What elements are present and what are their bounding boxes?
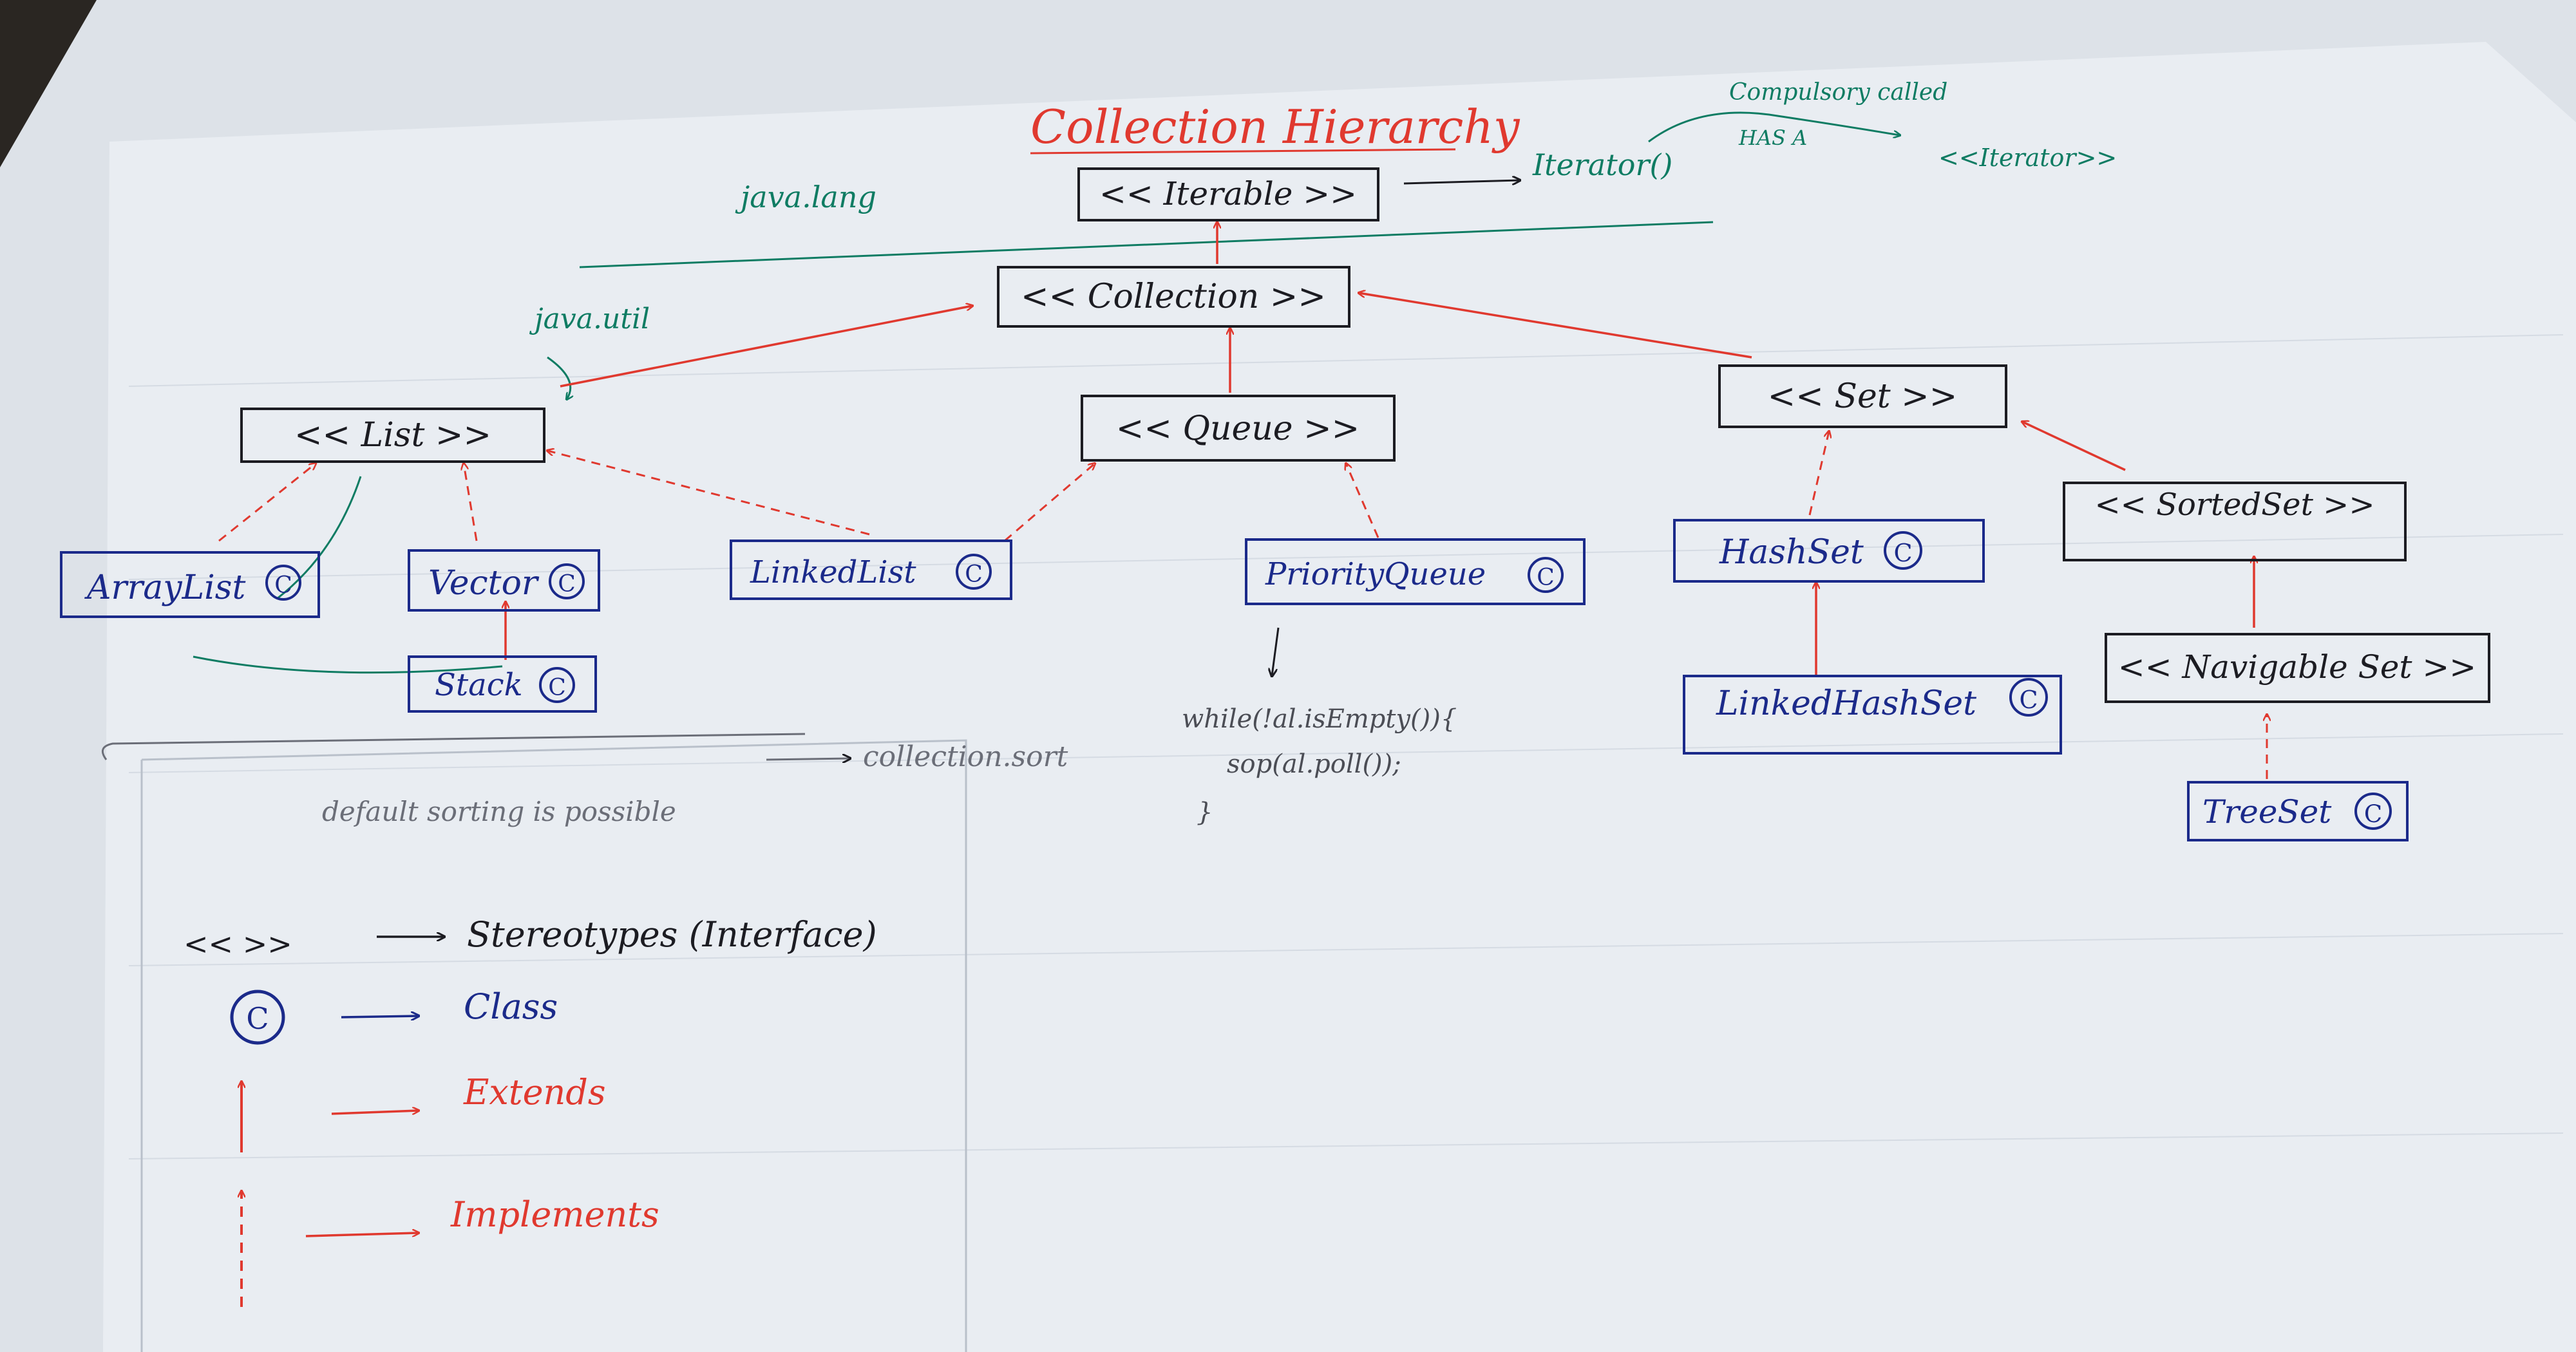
- vector-label: Vector: [428, 564, 540, 603]
- implements-connectors: [218, 431, 2267, 779]
- node-navigable-set: << Navigable Set >>: [2105, 633, 2490, 703]
- sorting-brace: [101, 733, 806, 760]
- collection-label: << Collection >>: [1021, 277, 1326, 316]
- title-underline: [1030, 148, 1456, 155]
- hashset-label: HashSet: [1719, 533, 1864, 572]
- node-sorted-set: << SortedSet >>: [2063, 482, 2407, 561]
- stack-class-mark: C: [548, 675, 566, 701]
- has-a-label: HAS A: [1738, 126, 1807, 150]
- treeset-label: TreeSet: [2202, 793, 2332, 831]
- compulsory-called-label: Compulsory called: [1729, 79, 1947, 106]
- package-divider: [579, 221, 1714, 268]
- sorted-set-label: << SortedSet >>: [2094, 487, 2374, 523]
- treeset-class-mark: C: [2364, 800, 2382, 828]
- java-lang-label: java.lang: [735, 180, 876, 214]
- legend-extends-label: Extends: [463, 1072, 606, 1113]
- margin-box: [140, 739, 967, 1352]
- node-vector: Vector C: [408, 549, 600, 612]
- linkedhashset-class-mark: C: [2019, 686, 2038, 714]
- sorting-target: collection.sort: [863, 740, 1068, 773]
- legend-class-circle: [230, 990, 285, 1045]
- node-collection: << Collection >>: [997, 266, 1350, 328]
- linkedlist-class-mark: C: [965, 561, 983, 588]
- iterable-label: << Iterable >>: [1099, 175, 1357, 212]
- green-scribble-arraylist: [276, 476, 362, 600]
- legend-class-mark: C: [246, 1001, 269, 1036]
- node-queue: << Queue >>: [1081, 395, 1396, 462]
- extends-connectors: [506, 222, 2254, 676]
- vector-class-mark: C: [558, 571, 576, 597]
- node-arraylist: ArrayList C: [60, 551, 320, 618]
- node-linkedlist: LinkedList C: [730, 540, 1012, 600]
- hashset-class-mark: C: [1893, 539, 1912, 567]
- iterator-method-label: Iterator(): [1532, 147, 1672, 182]
- node-treeset: TreeSet C: [2187, 781, 2409, 841]
- green-scribble-stack: [193, 655, 503, 674]
- priorityqueue-label: PriorityQueue: [1265, 556, 1486, 592]
- priorityqueue-class-mark: C: [1537, 565, 1555, 591]
- has-a-arrow: [1648, 111, 1900, 143]
- java-util-pointer: [547, 356, 571, 399]
- priorityqueue-code-arrow: [1272, 627, 1280, 676]
- legend-class-arrow: [341, 1016, 419, 1017]
- poll-code-line-1: while(!al.isEmpty()){: [1182, 704, 1457, 734]
- legend-implements-arrow: [305, 1233, 419, 1237]
- navigable-set-label: << Navigable Set >>: [2118, 648, 2476, 686]
- set-label: << Set >>: [1768, 377, 1958, 416]
- list-label: << List >>: [294, 416, 491, 455]
- page-ruled-lines: [128, 334, 2564, 1160]
- node-hashset: HashSet C: [1673, 519, 1985, 583]
- node-set: << Set >>: [1718, 364, 2007, 428]
- poll-code-line-3: }: [1197, 798, 1213, 827]
- arraylist-class-mark: C: [274, 572, 292, 599]
- notebook-page: [103, 42, 2576, 1352]
- poll-code-line-2: sop(al.poll());: [1227, 749, 1401, 779]
- diagram-title: Collection Hierarchy: [1030, 100, 1520, 154]
- node-iterable: << Iterable >>: [1077, 167, 1379, 221]
- sorting-arrow: [766, 758, 850, 760]
- java-util-label: java.util: [529, 303, 650, 335]
- sorting-note: default sorting is possible: [322, 796, 676, 827]
- linkedlist-label: LinkedList: [750, 554, 916, 590]
- legend-class-label: Class: [464, 986, 558, 1027]
- node-linkedhashset: LinkedHashSet C: [1683, 675, 2062, 755]
- node-list: << List >>: [240, 408, 545, 463]
- iterator-type-label: <<Iterator>>: [1938, 144, 2117, 172]
- legend-implements-label: Implements: [450, 1194, 659, 1235]
- legend-extends-arrow: [331, 1111, 419, 1115]
- stack-label: Stack: [435, 667, 523, 703]
- linkedhashset-label: LinkedHashSet: [1716, 684, 1976, 723]
- iterable-to-iterator-arrow: [1403, 180, 1520, 183]
- legend-stereotype-symbol: << >>: [184, 926, 292, 961]
- queue-label: << Queue >>: [1116, 409, 1360, 448]
- arraylist-label: ArrayList: [84, 568, 245, 607]
- legend: << >> Stereotypes (Interface) C Class Ex…: [184, 914, 877, 1307]
- node-priorityqueue: PriorityQueue C: [1245, 538, 1586, 605]
- legend-stereotype-label: Stereotypes (Interface): [467, 914, 877, 955]
- node-stack: Stack C: [408, 655, 597, 713]
